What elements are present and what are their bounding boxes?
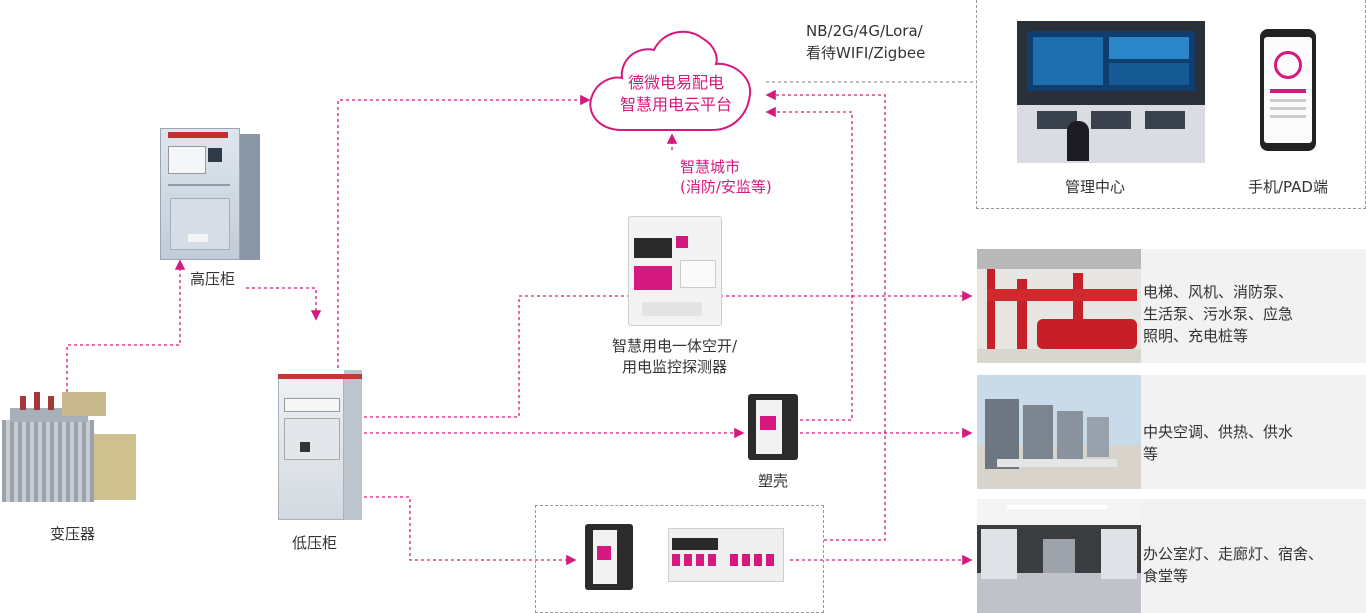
- load-3-line-1: 办公室灯、走廊灯、宿舍、: [1143, 545, 1324, 563]
- network-line-2: 看待WIFI/Zigbee: [806, 44, 926, 62]
- network-line-1: NB/2G/4G/Lora/: [806, 22, 923, 40]
- smart-breaker-image: [628, 216, 722, 326]
- pump-room-image: [977, 249, 1141, 363]
- load-3-line-2: 食堂等: [1143, 567, 1189, 585]
- office-corridor-image: [977, 499, 1141, 613]
- mobile-phone-image: [1260, 29, 1316, 151]
- load-text-pumps: 电梯、风机、消防泵、 生活泵、污水泵、应急 照明、充电桩等: [1143, 281, 1293, 347]
- smart-city-line-1: 智慧城市: [680, 158, 741, 176]
- transformer-label: 变压器: [50, 525, 96, 543]
- mobile-label: 手机/PAD端: [1248, 178, 1328, 196]
- molded-case-label: 塑壳: [758, 472, 789, 490]
- cloud-line-2: 智慧用电云平台: [619, 95, 732, 114]
- load-1-line-2: 生活泵、污水泵、应急: [1143, 305, 1294, 323]
- load-text-lighting: 办公室灯、走廊灯、宿舍、 食堂等: [1143, 543, 1323, 587]
- load-panel-pumps: 电梯、风机、消防泵、 生活泵、污水泵、应急 照明、充电桩等: [977, 249, 1366, 363]
- cloud-line-1: 德微电易配电: [627, 73, 724, 92]
- load-1-line-3: 照明、充电桩等: [1143, 327, 1249, 345]
- molded-case-breaker-small-image: [585, 524, 633, 590]
- load-text-hvac: 中央空调、供热、供水 等: [1143, 421, 1293, 465]
- smart-breaker-label: 智慧用电一体空开/ 用电监控探测器: [612, 336, 737, 378]
- smart-breaker-line-1: 智慧用电一体空开/: [612, 337, 738, 355]
- management-center-label: 管理中心: [1065, 178, 1126, 196]
- transformer-image: [2, 390, 137, 510]
- low-voltage-cabinet-image: [278, 370, 362, 520]
- load-panel-lighting: 办公室灯、走廊灯、宿舍、 食堂等: [977, 499, 1366, 613]
- molded-case-breaker-image: [748, 394, 798, 460]
- smart-city-line-2: (消防/安监等): [680, 178, 772, 196]
- load-panel-hvac: 中央空调、供热、供水 等: [977, 375, 1366, 489]
- low-voltage-cabinet-label: 低压柜: [292, 534, 338, 552]
- smart-city-label: 智慧城市 (消防/安监等): [680, 157, 772, 197]
- cloud-platform-label: 德微电易配电 智慧用电云平台: [606, 72, 746, 116]
- management-center-image: [1017, 21, 1205, 163]
- high-voltage-cabinet-label: 高压柜: [190, 270, 236, 288]
- cloud-shape: [589, 30, 752, 131]
- load-2-line-1: 中央空调、供热、供水: [1143, 423, 1294, 441]
- mcb-row-image: [668, 528, 784, 582]
- network-protocols: NB/2G/4G/Lora/ 看待WIFI/Zigbee: [806, 20, 925, 64]
- load-1-line-1: 电梯、风机、消防泵、: [1143, 283, 1294, 301]
- hvac-units-image: [977, 375, 1141, 489]
- load-2-line-2: 等: [1143, 445, 1159, 463]
- high-voltage-cabinet-image: [160, 128, 260, 260]
- smart-breaker-line-2: 用电监控探测器: [622, 358, 728, 376]
